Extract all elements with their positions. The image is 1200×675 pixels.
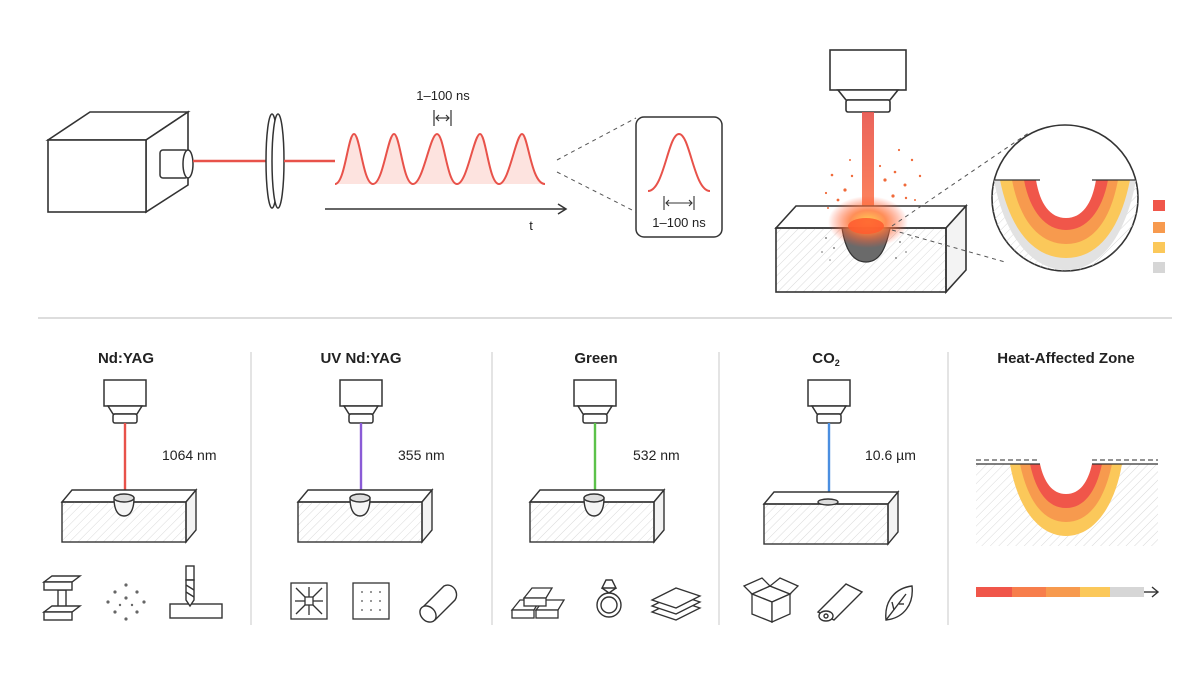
laser-source-box — [45, 110, 191, 214]
pulse-width-label: 1–100 ns — [416, 88, 470, 103]
haz-title: Heat-Affected Zone — [997, 350, 1135, 367]
focusing-lens — [265, 113, 285, 209]
focused-laser-beam — [862, 112, 874, 222]
pulse-train-fill — [335, 134, 545, 184]
laser-source-section: 1–100 ns t 1–100 ns — [45, 88, 723, 238]
pulse-zoom-box: 1–100 ns — [635, 116, 723, 238]
laser-type-title: CO2 — [812, 350, 840, 368]
laser-head-small — [807, 379, 851, 424]
laser-head-small — [573, 379, 617, 424]
workpiece-small — [296, 488, 434, 544]
zone-legend-swatches — [1153, 200, 1165, 273]
laser-type-title: Nd:YAG — [98, 350, 154, 367]
legend-swatch-red — [1153, 200, 1165, 211]
legend-swatch-yellow — [1153, 242, 1165, 253]
laser-type-title-main: CO — [812, 350, 835, 367]
laser-type-uv-nd-yag: UV Nd:YAG 355 nm — [290, 350, 458, 623]
laser-type-title-sub: 2 — [835, 358, 840, 368]
drill-bit-icon — [169, 565, 223, 619]
workpiece-small — [60, 488, 198, 544]
laser-head-small — [103, 379, 147, 424]
i-beam-icon — [41, 575, 83, 621]
time-axis-label: t — [529, 218, 533, 233]
laser-head — [829, 49, 907, 113]
magnify-connector-lines — [891, 131, 1031, 263]
fabric-roll-icon — [816, 583, 864, 622]
laser-type-title: UV Nd:YAG — [320, 350, 401, 367]
wavelength-label: 10.6 µm — [865, 447, 916, 463]
workpiece-small — [528, 488, 666, 544]
wavelength-label: 1064 nm — [162, 447, 216, 463]
metal-bars-icon — [510, 587, 566, 619]
legend-swatch-gray — [1153, 262, 1165, 273]
circuit-board-icon — [290, 582, 328, 620]
layered-sheets-icon — [650, 587, 702, 621]
haz-cross-section — [976, 459, 1158, 546]
heat-affected-zone-section: Heat-Affected Zone — [976, 350, 1160, 598]
zoom-guide-lines — [556, 117, 637, 213]
pulse-train — [334, 132, 546, 186]
magnified-crater-view — [991, 124, 1139, 272]
wavelength-label: 532 nm — [633, 447, 680, 463]
laser-type-title: Green — [574, 350, 617, 367]
diamond-ring-icon — [596, 579, 622, 618]
legend-swatch-orange — [1153, 222, 1165, 233]
laser-head-small — [339, 379, 383, 424]
laser-type-green: Green 532 nm — [510, 350, 702, 621]
zoom-pulse-width-label: 1–100 ns — [652, 215, 706, 230]
pulse-train-curve — [334, 132, 546, 186]
particle-cloud-icon — [106, 583, 146, 621]
melt-pool — [848, 218, 884, 234]
laser-type-co2: CO2 10.6 µm — [742, 350, 916, 624]
pulse-width-marker — [433, 110, 452, 126]
ablation-section — [774, 49, 1165, 295]
spatter-particles — [824, 148, 922, 209]
debris-dots — [821, 237, 913, 261]
wavelength-label: 355 nm — [398, 447, 445, 463]
column-dividers — [250, 352, 949, 625]
cardboard-box-icon — [742, 577, 800, 624]
leaf-icon — [885, 585, 913, 621]
laser-output-nozzle — [159, 149, 194, 179]
workpiece-small — [762, 490, 900, 546]
laser-type-nd-yag: Nd:YAG 1064 nm — [41, 350, 223, 621]
dotted-wafer-icon — [352, 582, 390, 620]
cylinder-icon — [419, 584, 458, 623]
time-axis — [325, 203, 568, 215]
haz-gradient-bar — [976, 586, 1160, 598]
